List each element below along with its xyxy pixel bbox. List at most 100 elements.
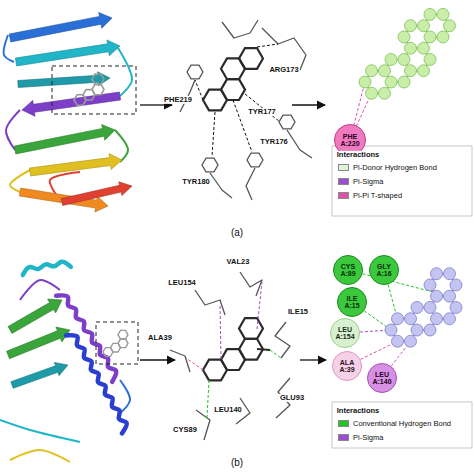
interaction-line: [207, 380, 209, 418]
ligand-atom: [444, 290, 456, 302]
ligand-atom: [444, 20, 456, 32]
ligand-atom: [385, 53, 397, 65]
ligand-atom: [450, 279, 462, 291]
ligand-atom: [431, 290, 443, 302]
beta-strand: [15, 40, 120, 66]
residue-label: ARG173: [268, 66, 299, 74]
ligand-atom: [418, 20, 430, 32]
stick-ring: [279, 115, 295, 129]
binding-site-box: [96, 322, 138, 364]
stick-residue: [275, 322, 290, 358]
beta-strand: [8, 299, 62, 333]
residue-label: ALA A:39: [339, 359, 354, 374]
interaction-line: [220, 304, 221, 359]
ligand-atom: [405, 20, 417, 32]
flow-arrow: [140, 359, 175, 360]
stick-ring: [92, 84, 104, 94]
flow-arrow: [140, 104, 172, 105]
residue-circle: LEU A:154: [330, 318, 360, 348]
legend-row: Conventional Hydrogen Bond: [338, 419, 451, 428]
ligand-atom: [359, 76, 371, 88]
ligand-atom: [379, 87, 391, 99]
beta-strand: [7, 327, 70, 359]
residue-label: GLY A:16: [376, 263, 391, 278]
stick-ring: [187, 65, 203, 79]
residue-label: ILE15: [287, 308, 309, 316]
interaction-line: [245, 94, 280, 122]
stick-ring: [92, 74, 104, 84]
ligand-atom: [437, 8, 449, 20]
coil-loop: [20, 280, 60, 300]
legend-swatch: [338, 192, 349, 199]
panel-label: (a): [230, 227, 244, 238]
ligand-atom: [431, 268, 443, 280]
interaction-line: [195, 80, 203, 100]
ligand-atom: [379, 65, 391, 77]
stick-residue: [222, 20, 258, 38]
stick-residue: [240, 272, 262, 296]
legend-heading: Interactions: [336, 151, 381, 159]
beta-strand: [61, 182, 132, 206]
beta-strand: [11, 362, 68, 388]
residue-label: LEU140: [213, 406, 243, 414]
residue-label: LEU A:154: [335, 326, 354, 341]
flow-arrow: [300, 359, 326, 360]
ligand-atom: [405, 42, 417, 54]
interaction-line: [257, 282, 262, 329]
beta-strand: [29, 154, 122, 176]
ligand-atom: [437, 31, 449, 43]
stick-residue: [246, 168, 255, 200]
legend-text: Conventional Hydrogen Bond: [353, 419, 451, 428]
stick-ring: [221, 79, 245, 100]
binding-site-box: [52, 66, 136, 114]
legend-heading: Interactions: [336, 407, 381, 415]
legend-swatch: [338, 420, 349, 427]
beta-strand: [9, 12, 112, 41]
stick-residue: [170, 350, 190, 372]
legend-text: Pi-Pi T-shaped: [353, 191, 402, 200]
interaction-line: [186, 358, 203, 370]
residue-label: CYS A:89: [340, 263, 355, 278]
ligand-atom: [398, 53, 410, 65]
beta-strand: [14, 125, 115, 154]
alpha-helix: [23, 262, 71, 275]
ligand-atom: [405, 335, 417, 347]
stick-ring: [202, 158, 218, 172]
alpha-helix: [56, 295, 116, 381]
residue-circle: GLY A:16: [369, 255, 399, 285]
coil-loop: [10, 450, 70, 462]
stick-residue: [287, 130, 312, 158]
ligand-atom: [424, 279, 436, 291]
residue-label: LEU A:140: [372, 371, 391, 386]
stick-residue: [262, 28, 306, 70]
ligand-atom: [405, 65, 417, 77]
residue-circle: LEU A:140: [367, 363, 397, 393]
ligand-atom: [385, 324, 397, 336]
ligand-atom: [405, 313, 417, 325]
coil-loop: [0, 420, 80, 442]
residue-circle: ALA A:39: [332, 351, 362, 381]
coil-loop: [118, 48, 132, 96]
ligand-atom: [424, 8, 436, 20]
interaction-line: [257, 44, 278, 47]
legend-text: Pi-Sigma: [353, 177, 383, 186]
ligand-atom: [392, 335, 404, 347]
residue-label: ILE A:15: [344, 295, 359, 310]
ligand-atom: [366, 65, 378, 77]
ligand-atom: [424, 301, 436, 313]
legend-swatch: [338, 434, 349, 441]
stick-residue: [210, 173, 232, 198]
legend-row: Pi-Donor Hydrogen Bond: [338, 163, 437, 172]
legend-swatch: [338, 164, 349, 171]
legend-row: Pi-Sigma: [338, 433, 383, 442]
ligand-atom: [385, 76, 397, 88]
ligand-atom: [431, 313, 443, 325]
legend-text: Pi-Donor Hydrogen Bond: [353, 163, 437, 172]
ligand-atom: [418, 65, 430, 77]
stick-ring: [239, 318, 263, 339]
legend-swatch: [338, 178, 349, 185]
residue-circle: CYS A:89: [333, 255, 363, 285]
ligand-atom: [424, 31, 436, 43]
legend-text: Pi-Sigma: [353, 433, 383, 442]
ligand-atom: [444, 313, 456, 325]
